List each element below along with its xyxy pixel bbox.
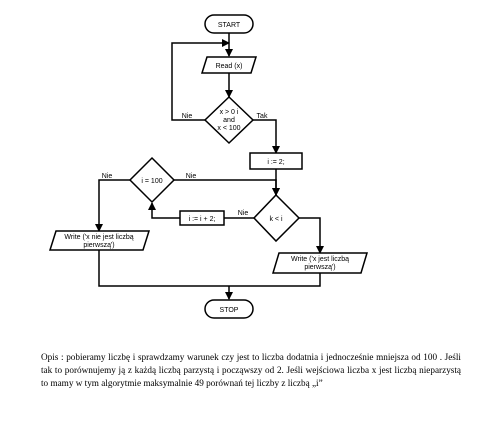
read-label: Read (x) <box>216 63 243 70</box>
edge-cond3-yes <box>299 217 324 254</box>
write-prime-line2: pierwszą') <box>304 264 335 271</box>
node-init: i := 2; <box>249 152 303 170</box>
node-write-not-prime: Write ('x nie jest liczbą pierwszą') <box>48 230 151 251</box>
node-cond3: k < i <box>252 193 301 243</box>
node-cond1: x > 0 i and x < 100 <box>203 95 255 145</box>
write-not-prime-line2: pierwszą') <box>83 242 114 249</box>
cond1-line1: x > 0 i <box>220 109 239 116</box>
edge-cond1-yes <box>253 119 280 154</box>
edge-write-not-prime-stop <box>98 250 229 287</box>
cond1-line3: x < 100 <box>217 125 240 132</box>
cond3-label: k < i <box>269 216 282 223</box>
node-start: START <box>204 14 254 34</box>
cond3-no-label: Nie <box>238 210 249 217</box>
node-cond2: i = 100 <box>128 156 176 204</box>
init-label: i := 2; <box>267 159 284 166</box>
node-stop: STOP <box>204 299 254 319</box>
edge-cond1-no-loop <box>171 39 230 121</box>
edge-cond2-no <box>174 179 280 196</box>
incr-label: i := i + 2; <box>189 216 216 223</box>
description-caption: Opis : pobieramy liczbę i sprawdzamy war… <box>41 352 461 388</box>
edge-write-prime-stop <box>229 273 321 287</box>
cond2-label: i = 100 <box>141 178 162 185</box>
cond1-line2: and <box>223 117 235 124</box>
node-read: Read (x) <box>200 56 258 74</box>
cond1-no-label: Nie <box>182 113 193 120</box>
node-write-prime: Write ('x jest liczbą pierwszą') <box>271 252 369 274</box>
edge-incr-cond2 <box>148 202 180 219</box>
stop-label: STOP <box>220 307 239 314</box>
write-prime-line1: Write ('x jest liczbą <box>291 256 349 263</box>
write-not-prime-line1: Write ('x nie jest liczbą <box>64 234 133 241</box>
cond2-no-label: Nie <box>186 173 197 180</box>
edge-cond2-yes <box>95 179 130 232</box>
edges <box>95 33 324 300</box>
cond1-yes-label: Tak <box>257 113 268 120</box>
start-label: START <box>218 22 241 29</box>
cond2-yes-label: Nie <box>102 173 113 180</box>
node-incr: i := i + 2; <box>179 210 225 226</box>
